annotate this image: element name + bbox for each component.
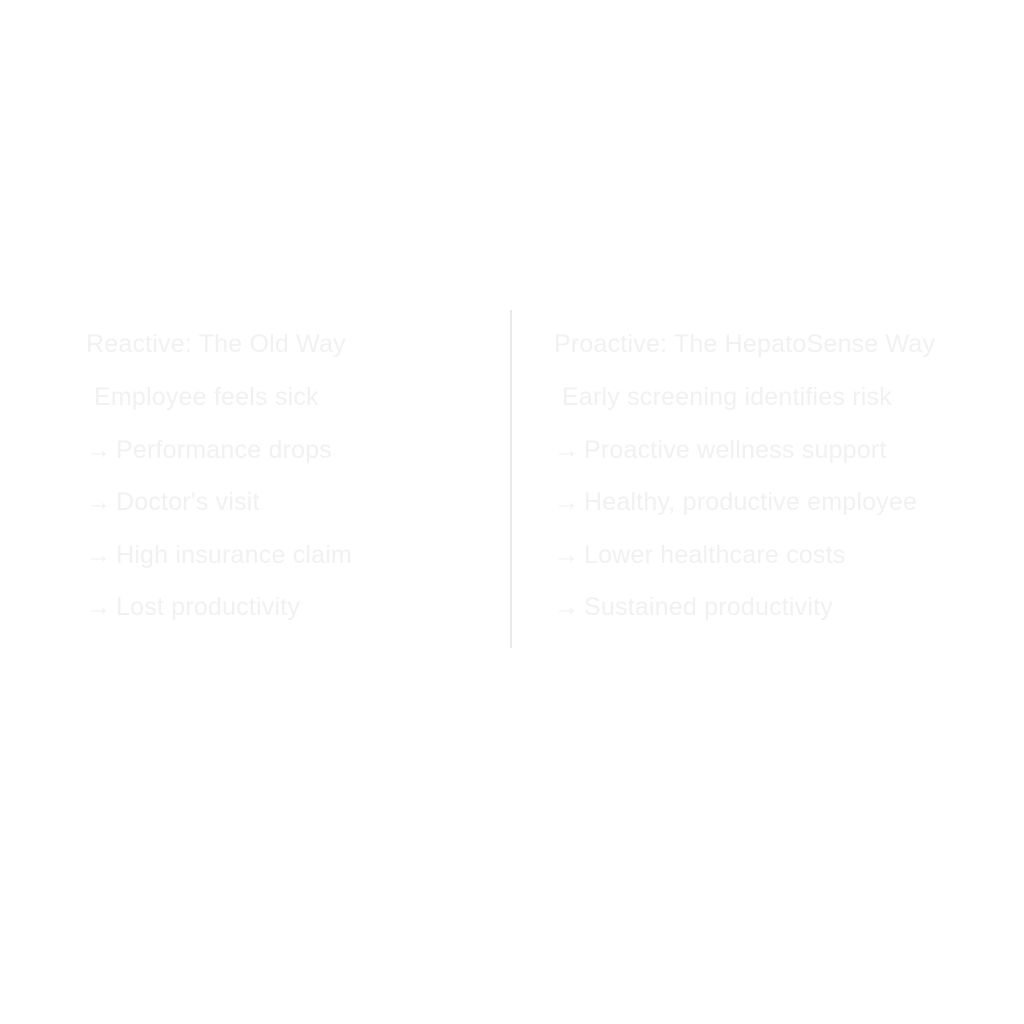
reactive-step-5: →Lost productivity <box>86 590 506 643</box>
reactive-step-5-label: Lost productivity <box>116 593 301 621</box>
reactive-step-1: Employee feels sick <box>86 380 506 433</box>
reactive-column: Reactive: The Old Way Employee feels sic… <box>86 322 506 643</box>
arrow-right-icon: → <box>86 435 112 464</box>
proactive-step-4: →Lower healthcare costs <box>554 538 994 591</box>
proactive-heading: Proactive: The HepatoSense Way <box>554 330 936 358</box>
arrow-right-icon: → <box>86 488 112 516</box>
arrow-right-icon: → <box>86 540 112 569</box>
reactive-step-4: →High insurance claim <box>86 538 506 591</box>
proactive-step-1: Early screening identifies risk <box>554 380 994 433</box>
arrow-right-icon: → <box>554 593 580 621</box>
arrow-right-icon: → <box>86 593 112 621</box>
reactive-step-2-label: Performance drops <box>116 435 332 464</box>
reactive-step-3: →Doctor's visit <box>86 485 506 538</box>
arrow-right-icon: → <box>554 488 580 516</box>
reactive-step-1-label: Employee feels sick <box>94 383 319 411</box>
proactive-step-3: →Healthy, productive employee <box>554 485 994 538</box>
arrow-right-icon: → <box>554 435 580 464</box>
column-divider <box>510 310 512 648</box>
proactive-column: Proactive: The HepatoSense Way Early scr… <box>554 322 994 643</box>
proactive-step-5-label: Sustained productivity <box>584 593 833 621</box>
proactive-step-2-label: Proactive wellness support <box>584 435 887 464</box>
reactive-heading: Reactive: The Old Way <box>86 330 346 358</box>
reactive-step-4-label: High insurance claim <box>116 540 353 569</box>
proactive-step-2: →Proactive wellness support <box>554 433 994 486</box>
reactive-step-2: →Performance drops <box>86 433 506 486</box>
arrow-right-icon: → <box>554 540 580 569</box>
proactive-step-1-label: Early screening identifies risk <box>562 383 892 411</box>
reactive-step-3-label: Doctor's visit <box>116 488 260 516</box>
proactive-step-4-label: Lower healthcare costs <box>584 540 846 569</box>
proactive-step-3-label: Healthy, productive employee <box>584 488 918 516</box>
proactive-step-5: →Sustained productivity <box>554 590 994 643</box>
